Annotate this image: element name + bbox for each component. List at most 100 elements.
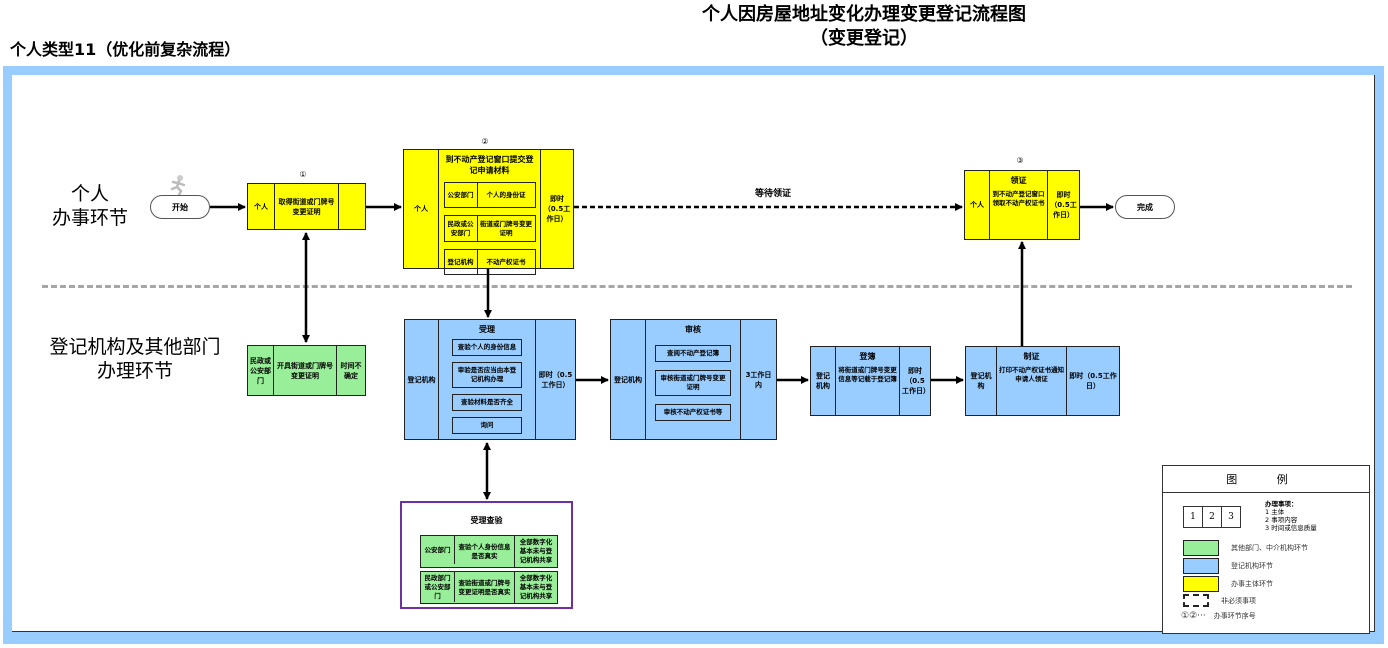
review-title: 审核 <box>685 325 701 334</box>
review-time: 3工作日内 <box>745 370 772 389</box>
step2-title: 到不动产登记窗口提交登记申请材料 <box>445 155 534 175</box>
step1-subject: 个人 <box>248 184 275 229</box>
verify-source: 民政部门或公安部门 <box>421 572 455 602</box>
review-subject: 登记机构 <box>611 320 646 439</box>
accept-item: 查验个人的身份信息 <box>452 339 522 356</box>
material-source: 登记机构 <box>445 250 478 274</box>
issue-subject: 登记机构 <box>966 347 997 415</box>
legend-item-heading: 办理事项： <box>1265 500 1298 508</box>
legend-entry-label: 其他部门、中介机构环节 <box>1231 544 1308 552</box>
legend-entry-other: 其他部门、中介机构环节 <box>1183 540 1308 556</box>
lane-label-line: 办理环节 <box>96 360 173 382</box>
accept-time: 即时（0.5工作日） <box>538 370 573 389</box>
record-time: 即时（0.5工作日） <box>902 367 930 395</box>
material-item: 个人的身份证 <box>486 190 526 199</box>
legend-item-notes: 办理事项： 1 主体 2 事项内容 3 时间或信息质量 <box>1265 500 1317 532</box>
step-number-3: ③ <box>1016 156 1024 165</box>
step2-material-row: 民政或公安部门 街道或门牌号变更证明 <box>443 215 536 242</box>
verify-check: 查验街道或门牌号变更证明是否真实 <box>455 572 515 603</box>
verify-box: 受理查验 公安部门 查验个人身份信息是否真实 全部数字化基本未与登记机构共享 民… <box>400 501 573 609</box>
legend-entry-label: 登记机构环节 <box>1231 562 1273 570</box>
accept-title: 受理 <box>479 325 495 334</box>
legend-sample-cell: 1 <box>1183 506 1203 528</box>
issue-title: 制证 <box>1023 352 1040 361</box>
legend-sample-box: 1 2 3 <box>1183 506 1241 528</box>
material-item: 街道或门牌号变更证明 <box>480 219 532 237</box>
diagram-subtitle: （变更登记） <box>810 28 918 49</box>
legend-sample-cell: 3 <box>1222 506 1241 528</box>
lane-label-agency: 登记机构及其他部门 办理环节 <box>30 335 240 383</box>
end-terminal: 完成 <box>1115 195 1175 219</box>
accept-item: 询问 <box>452 417 522 434</box>
step2-material-row: 登记机构 不动产权证书 <box>443 249 536 275</box>
step2-box: 个人 到不动产登记窗口提交登记申请材料 公安部门 个人的身份证 民政或公安部门 … <box>403 149 574 275</box>
step3-box: 个人 领证 到不动产登记窗口领取不动产权证书 即时（0.5工作日） <box>964 170 1080 240</box>
accept-subject: 登记机构 <box>405 320 439 439</box>
step3-subject: 个人 <box>965 171 990 239</box>
legend-entry-optional: 非必须事项 <box>1183 594 1256 607</box>
legend-item-line: 3 时间或信息质量 <box>1265 524 1317 532</box>
issue-description: 打印不动产权证书通知申请人领证 <box>999 366 1064 383</box>
step1-content: 取得街道或门牌号变更证明 <box>275 184 339 229</box>
material-source: 公安部门 <box>445 183 478 207</box>
material-item: 不动产权证书 <box>486 257 526 266</box>
legend-dashed-box-icon <box>1183 594 1209 607</box>
step1-box: 个人 取得街道或门牌号变更证明 <box>247 183 366 230</box>
type-label: 个人类型11（优化前复杂流程） <box>10 40 241 59</box>
step2-time: 即时（0.5工作日） <box>543 195 571 223</box>
accept-box: 登记机构 受理 查验个人的身份信息 审验是否应当由本登记机构办理 查验材料是否齐… <box>404 319 576 440</box>
step3-description: 到不动产登记窗口领取不动产权证书 <box>992 190 1045 207</box>
lane-label-personal: 个人 办事环节 <box>30 182 150 230</box>
material-source: 民政或公安部门 <box>445 216 478 241</box>
legend-entry-personal: 办事主体环节 <box>1183 576 1273 592</box>
review-item: 审核不动产权证书等 <box>655 404 731 421</box>
lane-label-line: 登记机构及其他部门 <box>49 336 221 358</box>
accept-content: 受理 查验个人的身份信息 审验是否应当由本登记机构办理 查验材料是否齐全 询问 <box>439 320 536 439</box>
civil-time: 时间不确定 <box>340 361 362 380</box>
wait-label: 等待领证 <box>755 189 792 199</box>
record-title: 登簿 <box>859 352 876 361</box>
legend-item-line: 2 事项内容 <box>1265 516 1298 524</box>
running-person-icon <box>168 174 190 197</box>
legend-entry-label: 非必须事项 <box>1221 596 1256 605</box>
lane-label-line: 办事环节 <box>51 207 128 229</box>
issue-content: 制证 打印不动产权证书通知申请人领证 <box>997 347 1067 415</box>
step3-time: 即时（0.5工作日） <box>1050 191 1077 219</box>
verify-row: 民政部门或公安部门 查验街道或门牌号变更证明是否真实 全部数字化基本未与登记机构… <box>420 571 558 604</box>
step2-material-row: 公安部门 个人的身份证 <box>443 182 536 208</box>
verify-source: 公安部门 <box>421 536 455 564</box>
diagram-title: 个人因房屋地址变化办理变更登记流程图 <box>702 4 1026 25</box>
verify-title: 受理查验 <box>470 516 503 525</box>
record-subject: 登记机构 <box>811 347 836 415</box>
accept-item: 审验是否应当由本登记机构办理 <box>452 362 522 388</box>
verify-check: 查验个人身份信息是否真实 <box>455 536 515 567</box>
civil-subject: 民政或公安部门 <box>248 346 274 395</box>
step2-subject: 个人 <box>404 150 439 268</box>
legend-swatch-yellow <box>1183 576 1219 592</box>
legend-entry-label: 办事主体环节 <box>1231 580 1273 588</box>
legend-swatch-green <box>1183 540 1219 556</box>
legend-entry-label: 办事环节序号 <box>1213 612 1256 620</box>
accept-item: 查验材料是否齐全 <box>452 394 522 411</box>
record-content: 登簿 将街道或门牌号变更信息等记载于登记簿 <box>836 347 900 415</box>
review-box: 登记机构 审核 查阅不动产登记簿 审核街道或门牌号变更证明 审核不动产权证书等 … <box>610 319 777 440</box>
lane-divider <box>42 285 1352 288</box>
issue-time: 即时（0.5工作日） <box>1069 372 1117 390</box>
civil-box: 民政或公安部门 开具街道或门牌号变更证明 时间不确定 <box>247 345 366 396</box>
start-terminal: 开始 <box>150 195 210 219</box>
verify-note: 全部数字化基本未与登记机构共享 <box>519 574 553 600</box>
review-item: 查阅不动产登记簿 <box>655 345 731 362</box>
review-item: 审核街道或门牌号变更证明 <box>655 370 731 396</box>
legend-title: 图 例 <box>1163 466 1369 493</box>
lane-label-line: 个人 <box>70 183 109 205</box>
legend-entry-agency: 登记机构环节 <box>1183 558 1273 574</box>
verify-row: 公安部门 查验个人身份信息是否真实 全部数字化基本未与登记机构共享 <box>420 535 558 568</box>
legend: 图 例 1 2 3 办理事项： 1 主体 2 事项内容 3 时间或信息质量 其他… <box>1162 465 1370 634</box>
step3-title: 领证 <box>1010 176 1027 185</box>
legend-swatch-blue <box>1183 558 1219 574</box>
step-number-1: ① <box>299 170 307 179</box>
step2-content: 到不动产登记窗口提交登记申请材料 公安部门 个人的身份证 民政或公安部门 街道或… <box>439 150 541 275</box>
legend-item-line: 1 主体 <box>1265 508 1285 516</box>
record-box: 登记机构 登簿 将街道或门牌号变更信息等记载于登记簿 即时（0.5工作日） <box>810 346 931 416</box>
